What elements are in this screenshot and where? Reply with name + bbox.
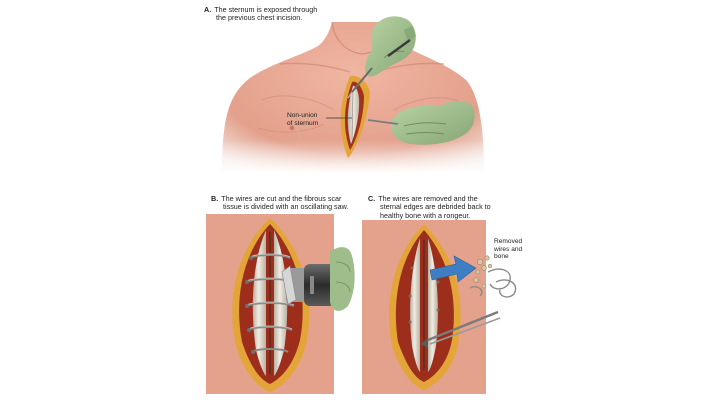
panel-c-letter: C.: [368, 194, 376, 203]
removed-wires-callout: Removed wires and bone: [494, 238, 522, 261]
rongeur: [420, 310, 501, 348]
panel-a-letter: A.: [204, 5, 212, 14]
panel-b-caption-line1: The wires are cut and the fibrous scar: [221, 194, 342, 203]
removed-callout-line2: wires and: [494, 245, 523, 253]
panel-b-caption-line2: tissue is divided with an oscillating sa…: [223, 202, 349, 212]
gloved-hand-right: [367, 100, 475, 145]
non-union-callout-line1: Non-union: [287, 112, 318, 119]
panel-b-caption: B.The wires are cut and the fibrous scar…: [211, 194, 349, 212]
removed-wires: [469, 268, 517, 298]
removal-arrow: [429, 255, 477, 283]
sternum-incision: [340, 75, 370, 158]
panel-c-caption: C.The wires are removed and the sternal …: [368, 194, 491, 220]
panel-a-caption: A.The sternum is exposed through the pre…: [204, 5, 318, 23]
removed-callout-line1: Removed: [494, 238, 523, 245]
panel-b-letter: B.: [211, 194, 219, 203]
removed-callout-line3: bone: [494, 253, 509, 261]
panel-c-caption-line3: healthy bone with a rongeur.: [380, 210, 471, 220]
panel-c-caption-line2: sternal edges are debrided back to: [380, 202, 491, 212]
panel-a-caption-line1: The sternum is exposed through: [214, 5, 318, 14]
panel-c-caption-line1: The wires are removed and the: [378, 194, 478, 203]
non-union-callout-line2: of sternum: [287, 119, 319, 127]
panel-a-caption-line2: the previous chest incision.: [216, 13, 303, 23]
gloved-hand-saw: [330, 247, 355, 311]
gloved-hand-upper: [347, 16, 416, 99]
non-union-callout: Non-union of sternum: [287, 112, 318, 127]
removed-bone-fragments: [473, 255, 493, 289]
